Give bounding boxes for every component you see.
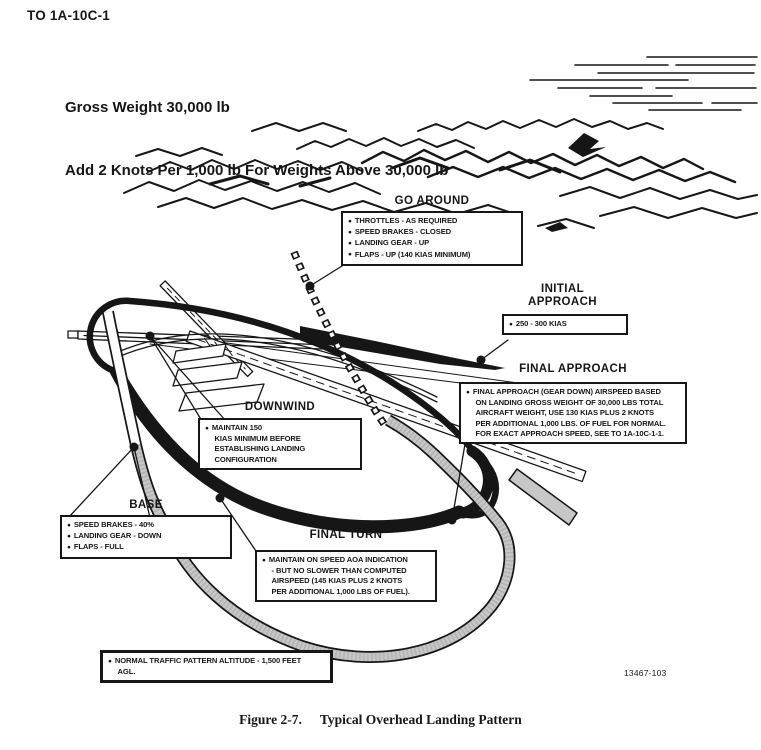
initial-approach-title-line2: APPROACH bbox=[527, 296, 597, 308]
base-title: BASE bbox=[129, 499, 163, 511]
pattern-oval bbox=[86, 297, 505, 534]
final-turn-dot bbox=[215, 493, 225, 503]
callout-initial-approach: 250 - 300 KIAS bbox=[502, 314, 628, 336]
base-line: SPEED BRAKES - 40% bbox=[67, 520, 226, 531]
go-around-line: THROTTLES - AS REQUIRED bbox=[348, 216, 517, 227]
altitude-note-line: NORMAL TRAFFIC PATTERN ALTITUDE - 1,500 … bbox=[108, 656, 326, 667]
go-around-line: LANDING GEAR - UP bbox=[348, 238, 517, 249]
callout-connectors bbox=[67, 265, 509, 555]
weight-note-line2: Add 2 Knots Per 1,000 lb For Weights Abo… bbox=[65, 162, 449, 179]
downwind-line: ESTABLISHING LANDING bbox=[214, 444, 306, 454]
final-turn-title: FINAL TURN bbox=[309, 529, 383, 541]
downwind-line: KIAS MINIMUM BEFORE bbox=[214, 434, 301, 444]
final-approach-line: FOR EXACT APPROACH SPEED, SEE TO 1A-10C-… bbox=[475, 428, 665, 438]
final-approach-line: ON LANDING GROSS WEIGHT OF 30,000 LBS TO… bbox=[475, 398, 664, 408]
callout-downwind: MAINTAIN 150 KIAS MINIMUM BEFORE ESTABLI… bbox=[198, 418, 362, 470]
go-around-line: SPEED BRAKES - CLOSED bbox=[348, 227, 517, 238]
initial-approach-leg bbox=[300, 326, 505, 370]
figure-caption-label: Figure 2-7. bbox=[239, 712, 302, 727]
downwind-title: DOWNWIND bbox=[244, 401, 316, 413]
go-around-dashed-path bbox=[290, 250, 388, 427]
final-turn-line: AIRSPEED (145 KIAS PLUS 2 KNOTS bbox=[271, 576, 403, 586]
initial-approach-dot bbox=[476, 355, 486, 365]
callout-go-around: THROTTLES - AS REQUIRED SPEED BRAKES - C… bbox=[341, 211, 523, 266]
weight-note: Gross Weight 30,000 lb Add 2 Knots Per 1… bbox=[65, 55, 448, 223]
base-line: FLAPS - FULL bbox=[67, 542, 226, 553]
base-dot bbox=[129, 442, 139, 452]
figure-caption-title: Typical Overhead Landing Pattern bbox=[319, 712, 522, 727]
go-around-dot bbox=[305, 281, 315, 291]
base-line: LANDING GEAR - DOWN bbox=[67, 531, 226, 542]
initial-approach-title: INITIAL APPROACH bbox=[495, 283, 630, 309]
altitude-note-line: AGL. bbox=[117, 667, 136, 677]
final-approach-title: FINAL APPROACH bbox=[519, 363, 627, 375]
figure-reference-number: 13467-103 bbox=[624, 668, 667, 678]
downwind-dot bbox=[145, 331, 155, 341]
final-approach-dot bbox=[447, 515, 457, 525]
go-around-line: FLAPS - UP (140 KIAS MINIMUM) bbox=[348, 250, 517, 261]
weight-note-line1: Gross Weight 30,000 lb bbox=[65, 99, 230, 116]
callout-final-approach: FINAL APPROACH (GEAR DOWN) AIRSPEED BASE… bbox=[459, 382, 687, 445]
callout-base: SPEED BRAKES - 40% LANDING GEAR - DOWN F… bbox=[60, 515, 232, 559]
to-number-header: TO 1A-10C-1 bbox=[27, 8, 110, 23]
final-turn-line: PER ADDITIONAL 1,000 LBS OF FUEL). bbox=[271, 586, 410, 596]
final-approach-line: AIRCRAFT WEIGHT, USE 130 KIAS PLUS 2 KNO… bbox=[475, 408, 655, 418]
downwind-line: MAINTAIN 150 bbox=[205, 423, 356, 434]
final-turn-line: - BUT NO SLOWER THAN COMPUTED bbox=[271, 566, 407, 576]
final-approach-line: PER ADDITIONAL 1,000 LBS. OF FUEL FOR NO… bbox=[475, 418, 666, 428]
callout-final-turn: MAINTAIN ON SPEED AOA INDICATION - BUT N… bbox=[255, 550, 437, 602]
go-around-title: GO AROUND bbox=[394, 195, 470, 207]
approach-ribbon-stub bbox=[508, 468, 578, 526]
final-turn-line: MAINTAIN ON SPEED AOA INDICATION bbox=[262, 555, 431, 566]
final-approach-line: FINAL APPROACH (GEAR DOWN) AIRSPEED BASE… bbox=[466, 387, 681, 398]
initial-approach-line: 250 - 300 KIAS bbox=[509, 319, 622, 330]
initial-approach-title-line1: INITIAL bbox=[540, 283, 585, 295]
downwind-line: CONFIGURATION bbox=[214, 454, 277, 464]
callout-pattern-altitude-note: NORMAL TRAFFIC PATTERN ALTITUDE - 1,500 … bbox=[100, 650, 333, 684]
figure-caption: Figure 2-7. Typical Overhead Landing Patt… bbox=[0, 712, 761, 728]
